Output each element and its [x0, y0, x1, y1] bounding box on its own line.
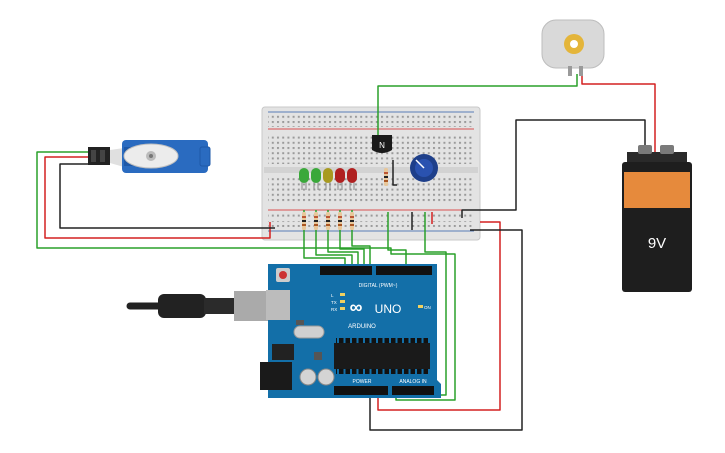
- wire-battery-ground[interactable]: [461, 119, 646, 218]
- wire-servo-black[interactable]: [59, 163, 275, 229]
- digital-header-right: [376, 266, 432, 275]
- digital-header-left: [320, 266, 372, 275]
- battery-voltage-label: 9V: [648, 235, 666, 252]
- wire-gnd-black[interactable]: [369, 229, 523, 431]
- wire-transistor-emitter[interactable]: [392, 160, 397, 186]
- servo-motor[interactable]: [88, 140, 211, 173]
- breadboard[interactable]: [261, 106, 481, 241]
- leds[interactable]: [299, 168, 357, 190]
- analog-header-label: ANALOG IN: [399, 379, 427, 385]
- potentiometer[interactable]: [410, 154, 438, 182]
- arduino-uno[interactable]: ∞ ARDUINO UNO DIGITAL (PWM~) POWER ANALO…: [260, 264, 441, 398]
- wire-5v-red[interactable]: [377, 221, 501, 411]
- arduino-brand-label: ARDUINO: [348, 324, 376, 330]
- transistor[interactable]: N: [372, 135, 392, 153]
- wire-transistor-base[interactable]: [387, 212, 407, 266]
- wire-servo-green[interactable]: [36, 151, 456, 401]
- led-l-label: L: [331, 293, 334, 298]
- arduino-logo-icon: ∞: [350, 297, 363, 317]
- wire-motor-transistor[interactable]: [377, 74, 578, 138]
- usb-cable: [126, 291, 284, 321]
- led-5: [347, 168, 357, 190]
- wire-led-1[interactable]: [303, 210, 346, 266]
- dc-motor[interactable]: [541, 19, 605, 76]
- led-3: [323, 168, 333, 190]
- led-2: [311, 168, 321, 190]
- led-body-2: [311, 168, 321, 183]
- wire-led-3[interactable]: [327, 210, 359, 266]
- power-header-label: POWER: [353, 379, 372, 385]
- led-body-4: [335, 168, 345, 183]
- wire-servo-red[interactable]: [44, 156, 271, 239]
- tx-label: TX: [331, 300, 337, 305]
- rx-label: RX: [331, 307, 337, 312]
- on-label: ON: [424, 305, 431, 310]
- analog-header: [392, 386, 434, 395]
- led-body-5: [347, 168, 357, 183]
- wire-motor-battery-red[interactable]: [581, 74, 656, 152]
- led-1: [299, 168, 309, 190]
- digital-header-label: DIGITAL (PWM~): [359, 283, 398, 289]
- power-header: [334, 386, 388, 395]
- led-4: [335, 168, 345, 190]
- transistor-label: N: [379, 141, 385, 150]
- led-body-1: [299, 168, 309, 183]
- wire-led-2[interactable]: [315, 210, 353, 266]
- battery-9v[interactable]: 9V: [622, 145, 692, 292]
- led-body-3: [323, 168, 333, 183]
- resistors[interactable]: [302, 168, 388, 230]
- arduino-model-label: UNO: [375, 302, 402, 316]
